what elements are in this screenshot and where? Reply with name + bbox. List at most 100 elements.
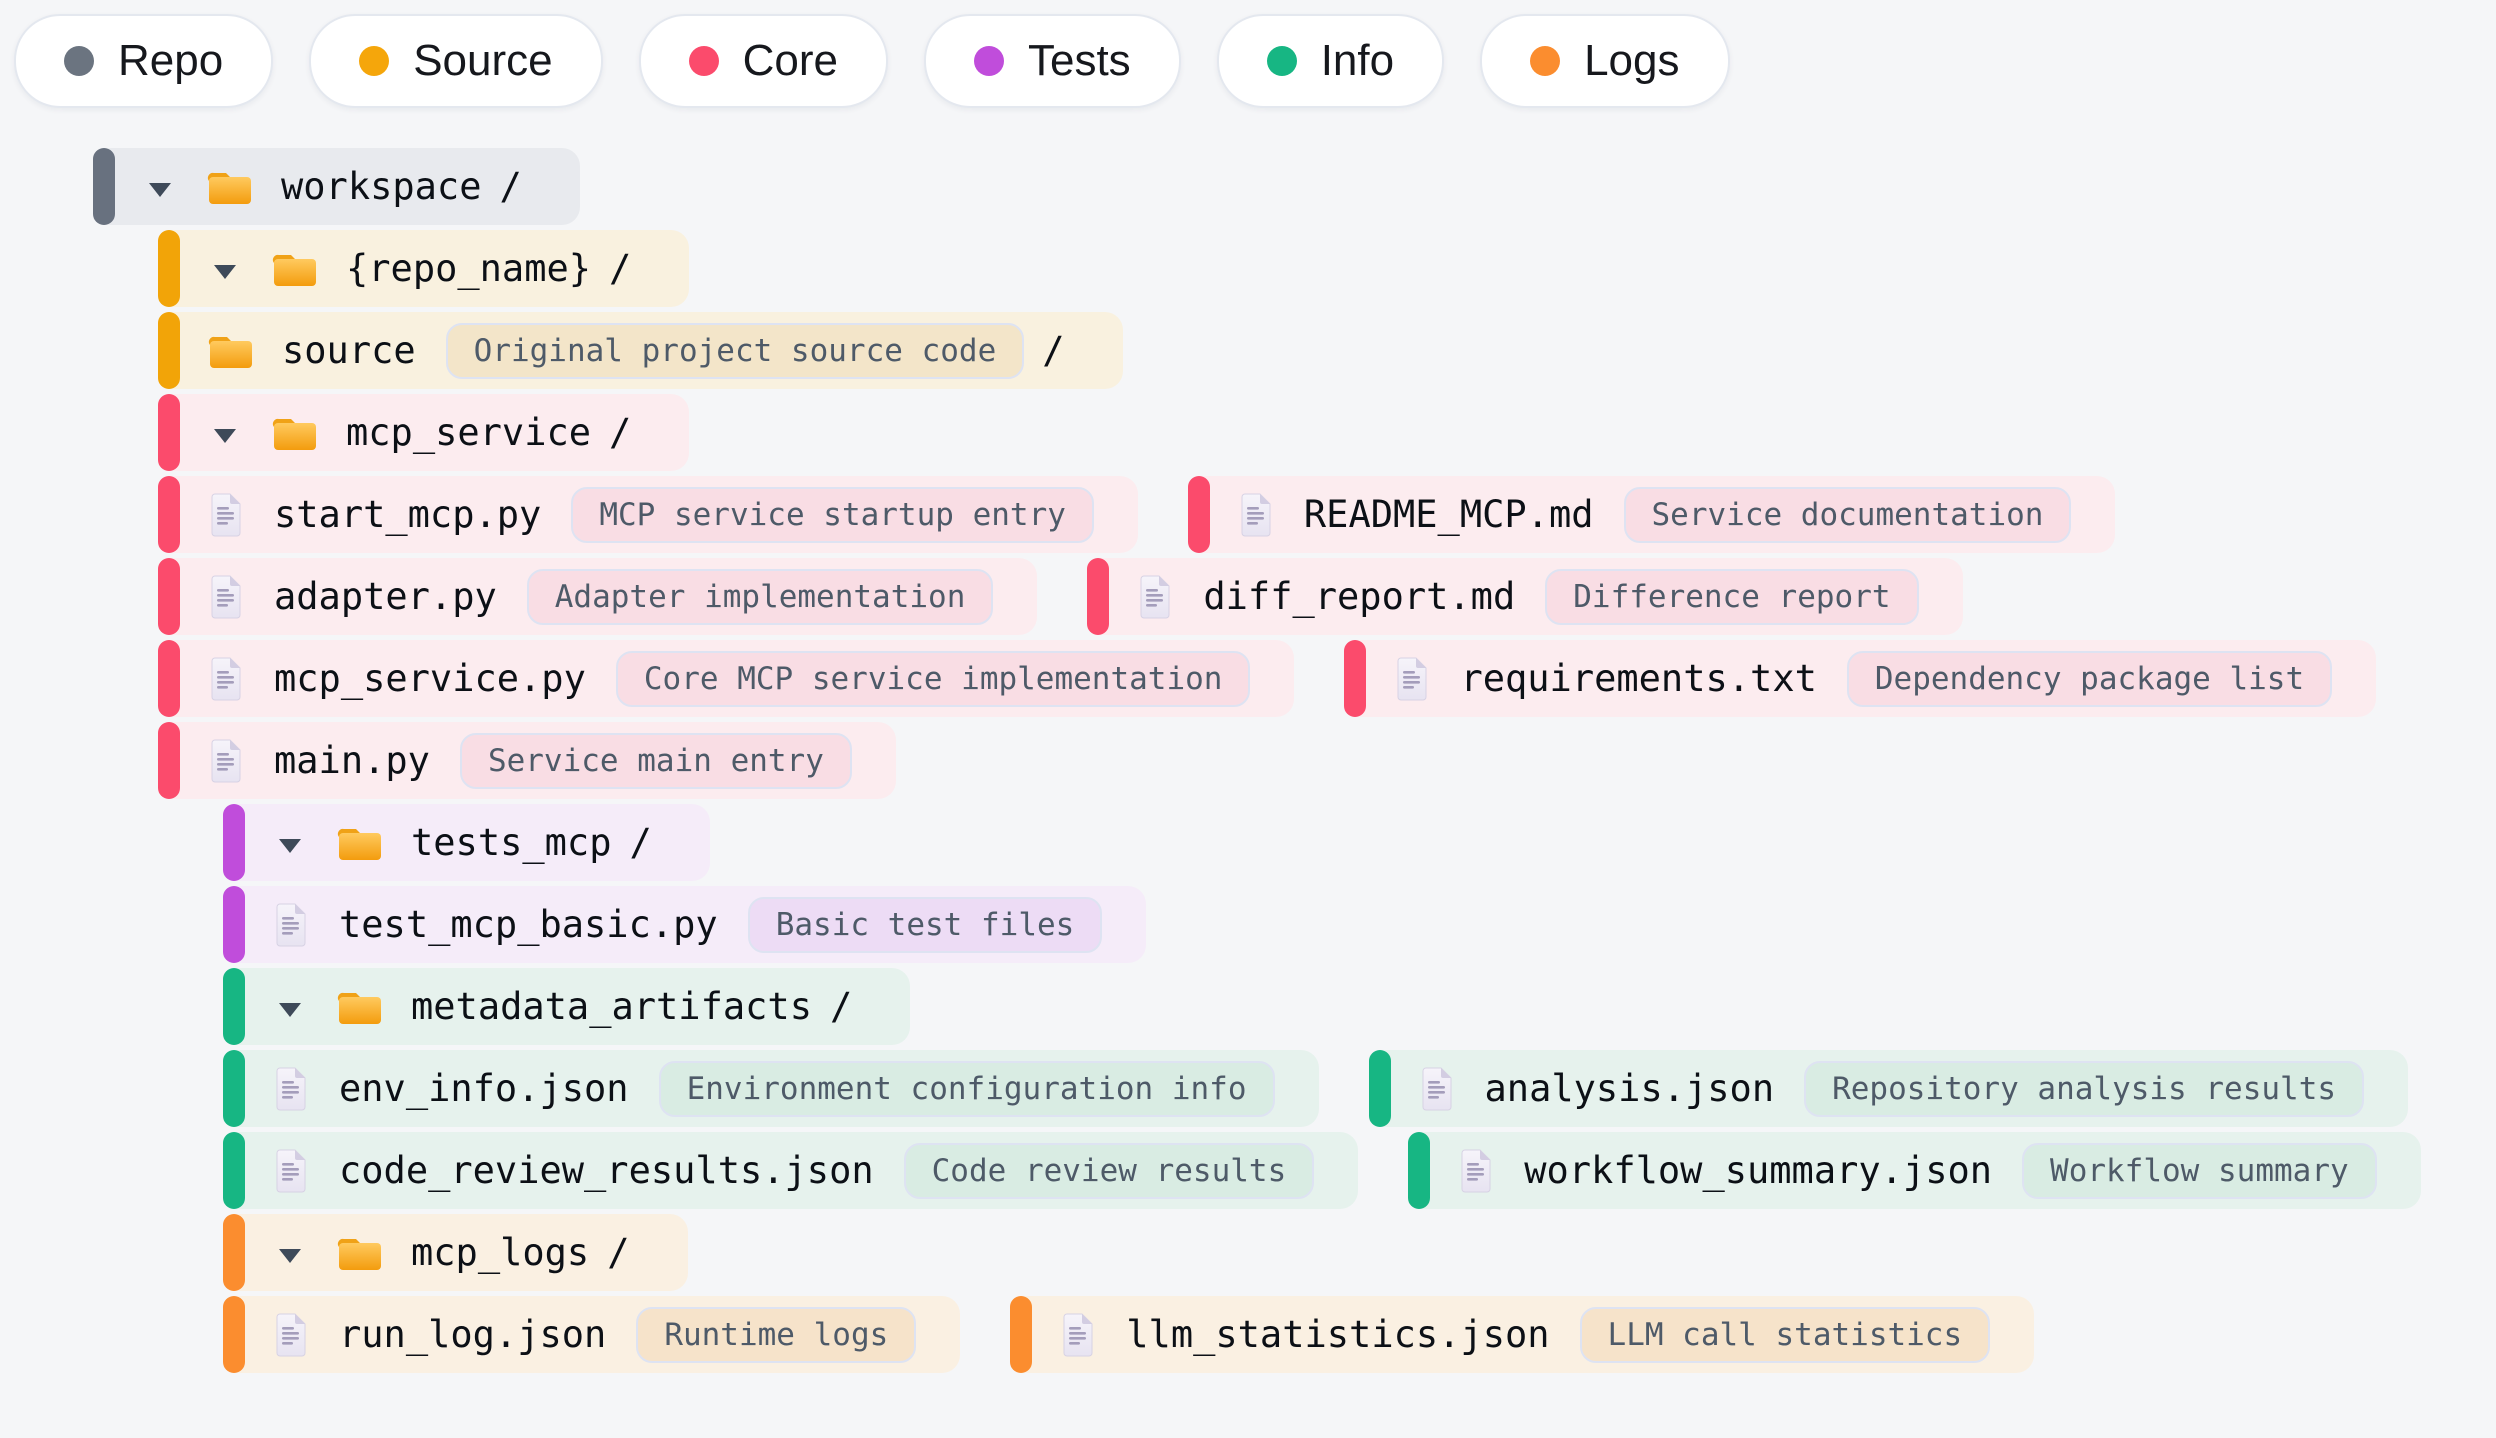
tree-file-diff_report-md[interactable]: diff_report.md Difference report [1087,558,1963,635]
legend-label: Source [413,36,553,85]
file-name: mcp_service.py [274,657,586,700]
description-chip: Original project source code [445,322,1025,379]
tree-row: tests_mcp / [223,804,2496,881]
tree-file-code_review_results-json[interactable]: code_review_results.json Code review res… [223,1132,1359,1209]
tree-file-analysis-json[interactable]: analysis.json Repository analysis result… [1368,1050,2409,1127]
description-chip: Adapter implementation [526,568,994,625]
folder-slash: / [609,247,632,290]
folder-slash: / [499,165,522,208]
file-tree: workspace / {repo_name} / source [0,148,2496,1373]
tree-row: source Original project source code / [158,312,2496,389]
file-icon [273,1066,309,1112]
tree-file-requirements-txt[interactable]: requirements.txt Dependency package list [1344,640,2377,717]
tree-row: test_mcp_basic.py Basic test files [223,886,2496,963]
folder-icon [272,415,316,451]
tests-color-dot-icon [973,46,1004,76]
tree-folder-mcp_logs[interactable]: mcp_logs / [223,1214,688,1291]
triangle-down-icon[interactable] [214,264,236,279]
folder-name: tests_mcp [411,821,612,864]
folder-icon [337,1235,381,1271]
file-icon [1394,656,1430,702]
file-name: run_log.json [339,1313,607,1356]
description-chip: Basic test files [747,896,1103,953]
folder-icon [207,169,251,205]
tree-file-adapter-py[interactable]: adapter.py Adapter implementation [158,558,1038,635]
triangle-down-icon[interactable] [214,428,236,443]
tree-folder-workspace[interactable]: workspace / [93,148,580,225]
file-name: requirements.txt [1460,657,1817,700]
tree-folder-mcp_service[interactable]: mcp_service / [158,394,690,471]
file-name: env_info.json [339,1067,629,1110]
tree-row: {repo_name} / [158,230,2496,307]
tree-row: metadata_artifacts / [223,968,2496,1045]
file-name: workflow_summary.json [1524,1149,1993,1192]
tree-file-run_log-json[interactable]: run_log.json Runtime logs [223,1296,961,1373]
folder-icon [272,251,316,287]
legend-label: Tests [1027,36,1131,85]
triangle-down-icon[interactable] [279,838,301,853]
file-icon [273,1148,309,1194]
folder-slash: / [609,411,632,454]
source-color-dot-icon [359,46,390,76]
legend-chip-repo[interactable]: Repo [14,14,274,108]
tree-file-README_MCP-md[interactable]: README_MCP.md Service documentation [1187,476,2116,553]
tree-row: main.py Service main entry [158,722,2496,799]
legend: Repo Source Core Tests Info Logs [14,14,2496,108]
folder-slash: / [629,821,652,864]
tree-folder-repo-name[interactable]: {repo_name} / [158,230,690,307]
triangle-down-icon[interactable] [279,1002,301,1017]
description-chip: Workflow summary [2022,1142,2377,1199]
folder-name: workspace [281,165,482,208]
folder-name: {repo_name} [346,247,592,290]
legend-chip-core[interactable]: Core [638,14,888,108]
triangle-down-icon[interactable] [279,1248,301,1263]
file-name: diff_report.md [1203,575,1516,618]
tree-row: workspace / [93,148,2496,225]
file-name: start_mcp.py [274,493,542,536]
legend-chip-info[interactable]: Info [1216,14,1445,108]
description-chip: Code review results [903,1142,1315,1199]
tree-row: env_info.json Environment configuration … [223,1050,2496,1127]
tree-file-main-py[interactable]: main.py Service main entry [158,722,896,799]
file-name: analysis.json [1484,1067,1775,1110]
legend-chip-source[interactable]: Source [309,14,603,108]
tree-row: mcp_service / [158,394,2496,471]
folder-slash: / [829,985,853,1028]
description-chip: LLM call statistics [1579,1306,1991,1363]
description-chip: Repository analysis results [1804,1060,2365,1117]
tree-file-workflow_summary-json[interactable]: workflow_summary.json Workflow summary [1408,1132,2421,1209]
file-icon [208,738,244,784]
tree-folder-source[interactable]: source Original project source code / [158,312,1123,389]
legend-label: Logs [1584,36,1680,85]
file-icon [273,902,309,948]
description-chip: Service documentation [1623,486,2072,543]
description-chip: Service main entry [459,732,852,789]
folder-name: metadata_artifacts [411,985,812,1028]
tree-row: mcp_logs / [223,1214,2496,1291]
tree-file-mcp_service-py[interactable]: mcp_service.py Core MCP service implemen… [158,640,1295,717]
folder-icon [337,989,381,1025]
logs-color-dot-icon [1530,46,1561,76]
tree-row: adapter.py Adapter implementation diff_r… [158,558,2496,635]
file-icon [208,574,244,620]
tree-folder-metadata_artifacts[interactable]: metadata_artifacts / [223,968,911,1045]
tree-file-llm_statistics-json[interactable]: llm_statistics.json LLM call statistics [1010,1296,2035,1373]
triangle-down-icon[interactable] [149,182,171,197]
legend-label: Info [1320,36,1395,85]
file-tree-screen: Repo Source Core Tests Info Logs [0,14,2496,1438]
file-name: main.py [274,739,430,782]
legend-chip-tests[interactable]: Tests [923,14,1181,108]
folder-icon [337,825,381,861]
tree-file-env_info-json[interactable]: env_info.json Environment configuration … [223,1050,1319,1127]
legend-label: Core [742,36,838,85]
tree-folder-tests_mcp[interactable]: tests_mcp / [223,804,710,881]
file-icon [1137,574,1173,620]
description-chip: Environment configuration info [658,1060,1275,1117]
legend-label: Repo [118,36,224,85]
file-icon [1419,1066,1455,1112]
tree-file-start_mcp-py[interactable]: start_mcp.py MCP service startup entry [158,476,1138,553]
legend-chip-logs[interactable]: Logs [1480,14,1730,108]
repo-color-dot-icon [64,46,94,76]
tree-file-test_mcp_basic-py[interactable]: test_mcp_basic.py Basic test files [223,886,1147,963]
folder-name: mcp_logs [411,1231,590,1274]
